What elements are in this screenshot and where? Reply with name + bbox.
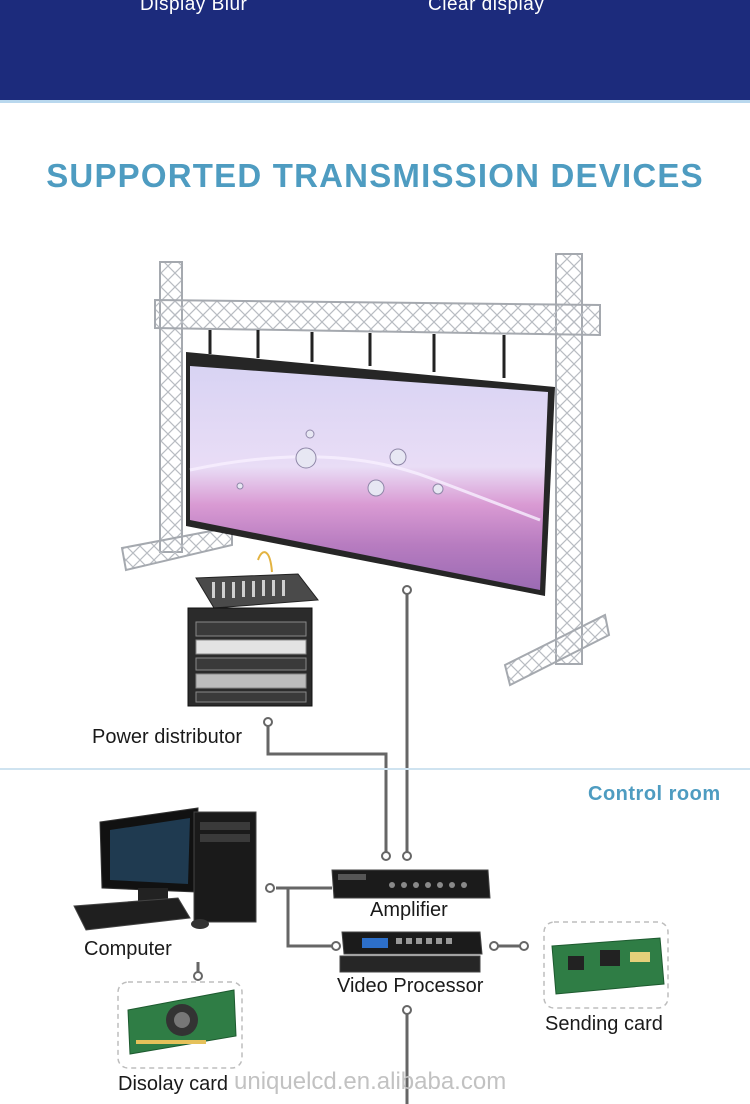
- power-distributor-rack: [187, 551, 319, 707]
- section-title: SUPPORTED TRANSMISSION DEVICES: [46, 157, 704, 194]
- display-card-illustration: [117, 981, 243, 1069]
- connector-lines: [196, 590, 520, 1104]
- led-screen: [186, 330, 555, 596]
- watermark: uniquelcd.en.alibaba.com: [234, 1068, 507, 1095]
- amplifier-label: Amplifier: [370, 899, 448, 921]
- video-processor-illustration: [339, 931, 483, 973]
- computer-illustration: [73, 807, 257, 931]
- display-blur-label: Display Blur: [140, 0, 248, 15]
- connector-nodes: [193, 585, 529, 1015]
- header-divider: [0, 100, 750, 103]
- display-card-label: Disolay card: [118, 1073, 229, 1095]
- sending-card-label: Sending card: [545, 1013, 663, 1035]
- video-processor-label: Video Processor: [337, 975, 484, 997]
- sending-card-illustration: [543, 921, 669, 1009]
- computer-label: Computer: [84, 938, 172, 960]
- power-distributor-label: Power distributor: [92, 726, 243, 748]
- led-stage-truss: [120, 253, 611, 687]
- control-room-label: Control room: [588, 783, 721, 805]
- amplifier-illustration: [331, 869, 491, 899]
- header-banner: Display Blur Clear display: [0, 0, 750, 100]
- control-room-divider: [0, 768, 750, 770]
- clear-display-label: Clear display: [428, 0, 545, 15]
